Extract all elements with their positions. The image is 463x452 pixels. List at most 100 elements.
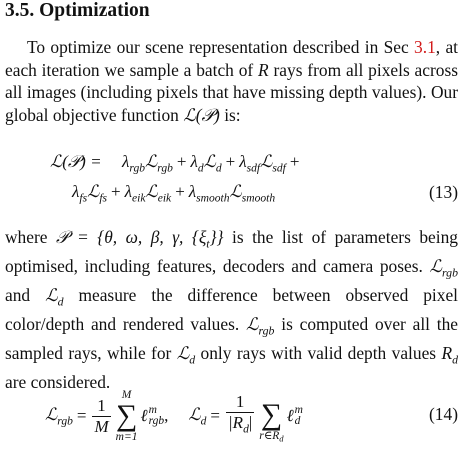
ell-symbol: ℓ xyxy=(140,406,148,425)
text-run: To optimize our scene representation des… xyxy=(27,37,415,57)
ell-sup: m xyxy=(148,404,157,416)
loss-symbol: ℒ xyxy=(145,182,158,201)
plus-operator: + xyxy=(225,152,236,171)
plus-operator: + xyxy=(175,182,185,201)
equation-14: ℒrgb = 1 M M ∑ m=1 ℓ m rgb , ℒd = xyxy=(5,384,458,448)
lambda-sub: fs xyxy=(79,191,88,205)
den-end: | xyxy=(248,413,253,433)
lambda-symbol: λ xyxy=(190,152,198,171)
frac-denominator: |Rd| xyxy=(226,413,254,439)
R-symbol: R xyxy=(441,342,453,363)
plus-operator: + xyxy=(111,182,121,201)
ell-rgb-term: ℓ m rgb , xyxy=(140,404,169,427)
loss-sub: sdf xyxy=(272,161,286,175)
equation-term-smooth: λsmoothℒsmooth xyxy=(188,182,276,205)
paragraph-intro: To optimize our scene representation des… xyxy=(5,36,458,126)
params-end: }} xyxy=(209,227,224,247)
loss-sub: fs xyxy=(99,191,108,205)
L-sub: d xyxy=(57,294,64,309)
paragraph-explanation: where 𝒫 = {θ, ω, β, γ, {ξt}} is the list… xyxy=(5,226,458,393)
text-run: is computed over all the sampled rays, w… xyxy=(5,313,458,363)
text-run: rays from all pixels across all images (… xyxy=(5,59,458,125)
equation-term-fs: λfsℒfs xyxy=(72,182,108,205)
plus-operator: + xyxy=(176,152,187,171)
L-sub: d xyxy=(189,352,196,367)
den-head: |R xyxy=(228,413,244,433)
L-symbol: ℒ xyxy=(176,342,190,363)
plus-operator: + xyxy=(289,152,300,171)
equation-term-eik: λeikℒeik xyxy=(124,182,172,205)
math-L-rgb: ℒrgb xyxy=(429,255,458,279)
L-symbol: ℒ xyxy=(245,313,259,334)
section-heading: 3.5. Optimization xyxy=(5,0,150,22)
ell-sup: m xyxy=(294,404,303,416)
loss-sub: rgb xyxy=(157,161,173,175)
text-run: only rays with valid depth values xyxy=(195,342,442,363)
loss-symbol: ℒ xyxy=(229,182,242,201)
section-number: 3.5. xyxy=(5,0,35,21)
frac-numerator: 1 xyxy=(226,392,255,414)
L-symbol: ℒ xyxy=(188,404,201,424)
text-run: , at each iteration we sample a batch of xyxy=(5,37,458,80)
ell-scripts: m rgb xyxy=(148,404,165,427)
loss-sub: eik xyxy=(157,191,172,205)
math-L-d: ℒd xyxy=(45,284,64,309)
lambda-sub: rgb xyxy=(129,161,145,175)
comma: , xyxy=(164,406,169,425)
loss-sub: smooth xyxy=(241,191,276,205)
params-head: 𝒫 = {θ, ω, β, γ, {ξ xyxy=(55,227,207,247)
L-sub: rgb xyxy=(258,323,275,338)
params-sub: t xyxy=(206,236,210,251)
R-sub: d xyxy=(452,352,458,367)
equation-number-13: (13) xyxy=(429,182,458,202)
lambda-symbol: λ xyxy=(124,182,132,201)
equation-14-body: ℒrgb = 1 M M ∑ m=1 ℓ m rgb , ℒd = xyxy=(45,384,303,448)
sum-lower-sub: d xyxy=(279,433,284,444)
frac-denominator: M xyxy=(94,416,109,436)
text-run: measure the difference between observed … xyxy=(5,284,458,334)
sum-lower: m=1 xyxy=(115,431,138,443)
L-d-lhs: ℒd xyxy=(188,405,206,427)
sum-symbol: ∑ xyxy=(260,397,283,431)
lambda-symbol: λ xyxy=(72,182,80,201)
L-rgb-lhs: ℒrgb xyxy=(45,405,73,427)
L-symbol: ℒ xyxy=(429,255,442,276)
ell-d-term: ℓ m d xyxy=(286,404,303,427)
lambda-symbol: λ xyxy=(122,152,130,171)
sum-upper: M xyxy=(121,389,132,401)
summation-m: M ∑ m=1 xyxy=(116,389,138,443)
lambda-symbol: λ xyxy=(239,152,247,171)
math-L-d: ℒd xyxy=(176,342,196,367)
sum-lower-head: r∈R xyxy=(259,429,280,442)
text-run: is the list of parameters being optimise… xyxy=(5,227,458,276)
fraction-1-over-M: 1 M xyxy=(92,396,111,437)
summation-r: M ∑ r∈Rd xyxy=(259,388,283,445)
ell-sub: rgb xyxy=(148,415,165,427)
equation-number-14: (14) xyxy=(429,404,458,424)
math-objective: ℒ(𝒫) xyxy=(183,104,220,125)
loss-symbol: ℒ xyxy=(145,152,158,171)
lambda-symbol: λ xyxy=(188,182,197,201)
equation-term-d: λdℒd xyxy=(190,152,221,174)
equals-sign: = xyxy=(210,406,220,425)
L-symbol: ℒ xyxy=(45,284,58,305)
section-reference-link[interactable]: 3.1 xyxy=(414,37,436,57)
L-sub: rgb xyxy=(57,414,73,428)
math-var-R: R xyxy=(258,59,269,80)
math-R-d: Rd xyxy=(441,342,458,367)
text-run: where xyxy=(5,227,56,247)
equation-term-sdf: λsdfℒsdf xyxy=(239,152,286,175)
equation-lhs: ℒ(𝒫) = xyxy=(50,152,102,171)
text-run: and xyxy=(5,284,46,305)
text-run: are considered. xyxy=(5,371,111,392)
fraction-1-over-Rd: 1 |Rd| xyxy=(226,392,255,439)
ell-symbol: ℓ xyxy=(286,406,294,425)
sum-symbol: ∑ xyxy=(115,399,138,432)
equation-rhs-line1: λrgbℒrgb+λdℒd+λsdfℒsdf+ xyxy=(122,152,303,174)
loss-symbol: ℒ xyxy=(260,152,273,171)
loss-symbol: ℒ xyxy=(203,152,216,171)
section-title: Optimization xyxy=(39,0,150,21)
math-params: 𝒫 = {θ, ω, β, γ, {ξt}} xyxy=(55,227,224,251)
ell-sub: d xyxy=(294,415,301,427)
L-sub: d xyxy=(200,414,207,428)
